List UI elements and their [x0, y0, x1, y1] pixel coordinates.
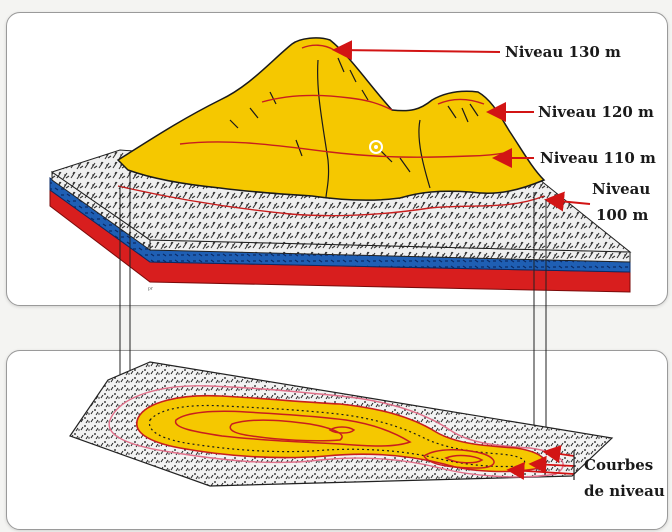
mountain: [118, 38, 544, 200]
label-contours-line2: de niveau: [584, 482, 665, 500]
contour-map: [70, 362, 612, 486]
label-level-100-line2: 100 m: [596, 206, 649, 224]
label-level-100-line1: Niveau: [592, 180, 650, 198]
label-contours-line1: Courbes: [584, 456, 653, 474]
arrow-130: [336, 50, 500, 52]
corner-mark: ᵖʳ: [148, 286, 154, 294]
label-level-110: Niveau 110 m: [540, 149, 656, 167]
label-level-130: Niveau 130 m: [505, 43, 621, 61]
label-level-120: Niveau 120 m: [538, 103, 654, 121]
